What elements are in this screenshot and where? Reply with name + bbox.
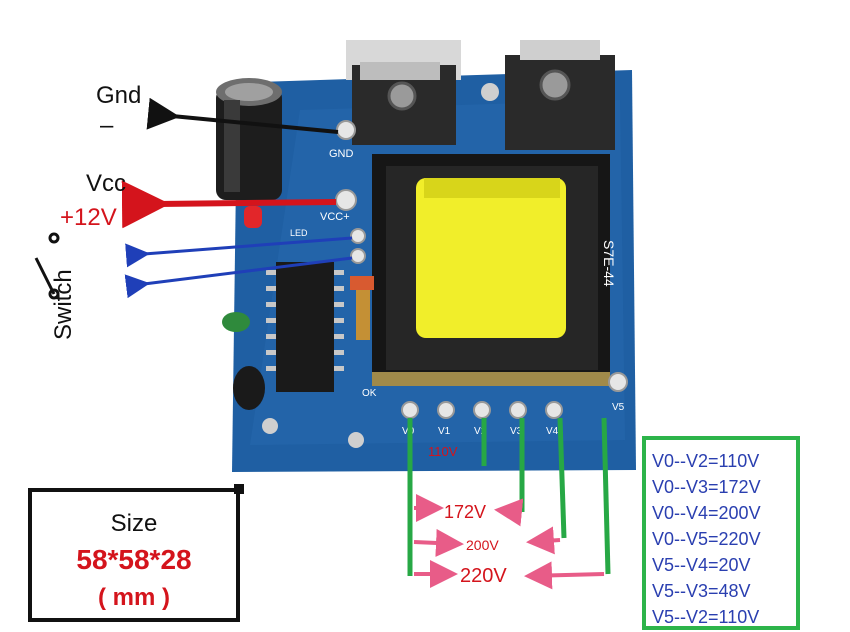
- pink-200-right: [526, 526, 561, 555]
- wire-v5: [601, 417, 611, 575]
- silk-transformer: S7E-44: [601, 240, 617, 287]
- vcc-voltage-label: +12V: [60, 204, 117, 231]
- switch-arrow-1: [125, 236, 353, 268]
- transistor-left-icon: [346, 40, 461, 145]
- wire-v4: [557, 417, 567, 539]
- silk-v1: V1: [438, 426, 451, 437]
- pad-v3: [509, 401, 527, 419]
- annot-172v: 172V: [444, 502, 486, 522]
- silk-v2: V2: [474, 426, 487, 437]
- size-unit: ( mm ): [98, 584, 170, 611]
- pink-220-right: [524, 561, 605, 590]
- gnd-minus-sign: –: [100, 112, 114, 139]
- silk-v3: V3: [510, 426, 523, 437]
- gnd-pad: [336, 120, 356, 140]
- gnd-arrow: [146, 97, 339, 134]
- switch-label: Switch: [50, 269, 77, 340]
- size-title: Size: [110, 510, 158, 537]
- silk-v4: V4: [546, 426, 559, 437]
- transformer-icon: [372, 154, 610, 386]
- silk-led: LED: [290, 228, 308, 238]
- voltage-legend-box: V0--V2=110V V0--V3=172V V0--V4=200V V0--…: [642, 436, 800, 630]
- silk-gnd: GND: [329, 148, 354, 160]
- pink-200-left: [413, 528, 464, 557]
- green-capacitor-icon: [222, 312, 250, 332]
- ic-chip-icon: [266, 262, 344, 392]
- pad-v5: [608, 372, 628, 392]
- legend-row: V0--V3=172V: [652, 477, 761, 497]
- switch-pad-1: [350, 228, 366, 244]
- gnd-label: Gnd: [96, 82, 142, 109]
- size-value: 58*58*28: [76, 544, 192, 575]
- pad-v1: [437, 401, 455, 419]
- silk-ok: OK: [362, 388, 377, 399]
- silk-v5: V5: [612, 402, 625, 413]
- vcc-pad: [335, 189, 357, 211]
- pad-v2: [473, 401, 491, 419]
- annot-110v: 110V: [428, 444, 458, 459]
- transistor-right-icon: [505, 40, 615, 150]
- switch-arrow-2: [124, 256, 353, 299]
- capacitor-icon: [216, 78, 282, 200]
- legend-row: V0--V4=200V: [652, 503, 761, 523]
- size-box: Size 58*58*28 ( mm ): [28, 484, 244, 622]
- led-icon: [244, 206, 262, 228]
- legend-row: V5--V3=48V: [652, 581, 751, 601]
- vcc-label: Vcc: [86, 170, 127, 197]
- switch-pad-2: [350, 248, 366, 264]
- annot-200v: 200V: [466, 537, 499, 553]
- switch-symbol-icon: [34, 232, 60, 300]
- black-capacitor-icon: [233, 366, 265, 410]
- pad-v0: [401, 401, 419, 419]
- size-box-corner: [234, 484, 244, 494]
- legend-row: V0--V2=110V: [652, 451, 760, 471]
- pink-172-right: [494, 498, 524, 527]
- legend-row: V5--V2=110V: [652, 607, 760, 627]
- vcc-arrow: [121, 180, 337, 229]
- legend-row: V5--V4=20V: [652, 555, 751, 575]
- silk-vcc: VCC+: [320, 211, 350, 223]
- legend-row: V0--V5=220V: [652, 529, 761, 549]
- pad-v4: [545, 401, 563, 419]
- annot-220v: 220V: [460, 565, 507, 587]
